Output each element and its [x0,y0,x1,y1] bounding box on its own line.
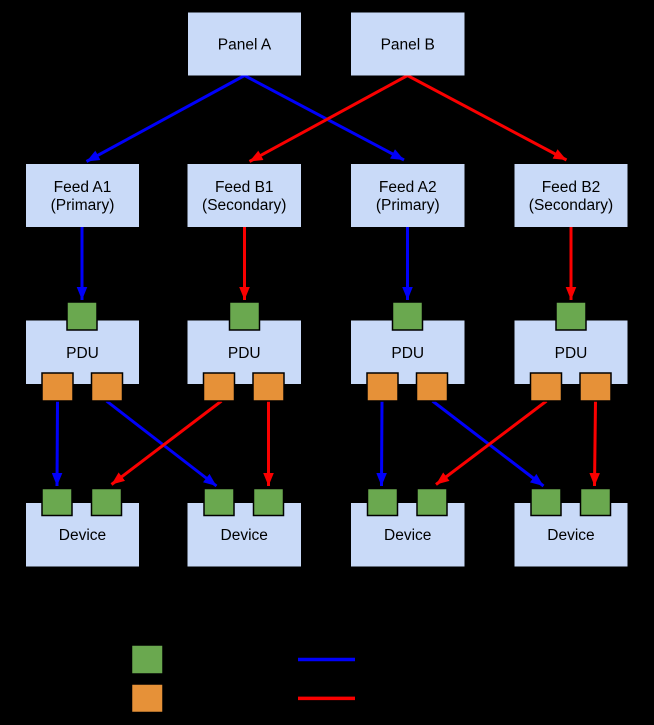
svg-text:(Secondary): (Secondary) [529,197,613,214]
svg-text:PDU: PDU [555,345,588,362]
svg-text:PDU: PDU [66,345,99,362]
svg-text:(Primary): (Primary) [376,197,440,214]
svg-text:Feed B1: Feed B1 [215,179,274,196]
svg-text:Device: Device [384,527,431,544]
svg-text:Panel A: Panel A [218,37,272,54]
svg-text:Feed A2: Feed A2 [379,179,437,196]
svg-text:Panel B: Panel B [381,37,435,54]
svg-text:PDU: PDU [391,345,424,362]
svg-text:Device: Device [59,527,106,544]
svg-text:Device: Device [547,527,594,544]
svg-text:PDU: PDU [228,345,261,362]
svg-text:(Primary): (Primary) [51,197,115,214]
svg-text:Feed B2: Feed B2 [542,179,601,196]
svg-text:Feed A1: Feed A1 [54,179,112,196]
svg-text:Device: Device [221,527,268,544]
svg-text:(Secondary): (Secondary) [202,197,286,214]
